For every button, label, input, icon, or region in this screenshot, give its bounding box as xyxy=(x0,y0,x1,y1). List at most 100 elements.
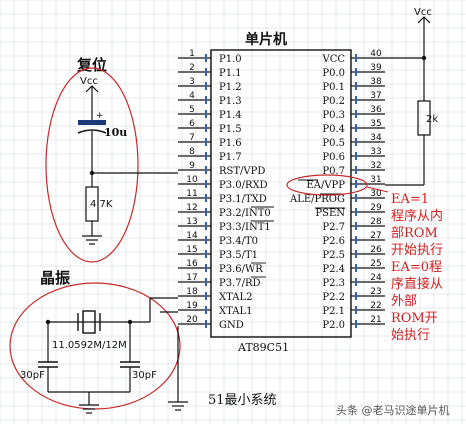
crystal-ground-icon xyxy=(79,404,99,414)
pin-label-left: XTAL2 xyxy=(219,292,252,303)
pin-label-right: P0.3 xyxy=(322,110,345,121)
pin-label-left: P1.7 xyxy=(219,152,242,163)
pin-label-right: P2.3 xyxy=(322,278,345,289)
pin-label-left: RST/VPD xyxy=(219,166,265,177)
pin-number-right: 29 xyxy=(370,203,382,213)
pin-number-right: 33 xyxy=(370,147,381,157)
watermark: 头条 @老马识途单片机 xyxy=(336,403,450,417)
crystal-icon xyxy=(77,310,101,334)
pin-number-right: 27 xyxy=(370,231,381,241)
pin-label-right: EA/VPP xyxy=(306,180,345,191)
chip-model: AT89C51 xyxy=(237,341,289,354)
pin-number-right: 39 xyxy=(370,63,382,73)
pin-label-right: P0.7 xyxy=(322,166,345,177)
pin-number-right: 35 xyxy=(370,119,381,129)
ea-note-line: 部ROM xyxy=(391,226,438,241)
ea-highlight-circle xyxy=(286,174,368,196)
pin-number-left: 9 xyxy=(189,161,195,171)
pin-label-right: P2.4 xyxy=(322,264,345,275)
reset-resistor-label: 4.7K xyxy=(90,199,113,210)
pin-label-left: P1.2 xyxy=(219,82,242,93)
pin-label-right: P0.0 xyxy=(322,68,345,79)
ea-note-line: 程序从内 xyxy=(391,208,443,224)
pin-label-left: P1.6 xyxy=(219,138,242,149)
pin-number-left: 19 xyxy=(186,301,198,311)
pin-label-left: P1.1 xyxy=(219,68,242,79)
pin-label-left: P3.5/T1 xyxy=(219,250,258,261)
ea-note-line: 外部 xyxy=(391,294,417,309)
pin-number-left: 14 xyxy=(186,231,198,241)
pin-number-left: 13 xyxy=(186,217,197,227)
pin-number-left: 6 xyxy=(189,119,195,129)
pin-label-left: P3.2/INT0 xyxy=(219,208,271,219)
pin-number-left: 5 xyxy=(189,105,195,115)
pin-number-left: 16 xyxy=(186,259,198,269)
pin-label-right: P2.1 xyxy=(322,306,345,317)
pin-label-right: P0.2 xyxy=(322,96,345,107)
pin-number-right: 28 xyxy=(370,217,382,227)
ea-note-line: 开始执行 xyxy=(391,243,443,258)
pin-label-left: P3.7/RD xyxy=(219,278,261,289)
pin-number-left: 15 xyxy=(186,245,197,255)
pin-number-right: 31 xyxy=(370,175,381,185)
pin-label-left: XTAL1 xyxy=(219,306,252,317)
pin-number-right: 34 xyxy=(370,133,382,143)
pin-number-left: 18 xyxy=(186,287,198,297)
pin-label-left: P3.0/RXD xyxy=(219,180,268,191)
pin-label-left: P1.0 xyxy=(219,54,242,65)
pin-number-left: 8 xyxy=(189,147,195,157)
pin-number-right: 23 xyxy=(370,287,381,297)
crystal-title: 晶振 xyxy=(40,269,70,287)
pin-label-left: GND xyxy=(219,320,244,331)
pin-number-left: 12 xyxy=(186,203,197,213)
pin-number-left: 11 xyxy=(186,189,197,199)
pin-label-right: P0.4 xyxy=(322,124,345,135)
pin-number-left: 7 xyxy=(189,133,195,143)
pin-number-right: 30 xyxy=(370,189,382,199)
crystal-frequency-label: 11.0592M/12M xyxy=(52,340,127,351)
ea-note-line: ROM开 xyxy=(391,311,438,326)
ea-resistor-label: 2k xyxy=(426,114,438,125)
pin-number-left: 20 xyxy=(186,315,198,325)
pin-number-left: 3 xyxy=(189,77,195,87)
reset-capacitor-icon xyxy=(78,120,106,125)
crystal-junction-right xyxy=(127,319,133,325)
pin-label-left: P3.4/T0 xyxy=(219,236,258,247)
pin-number-right: 32 xyxy=(370,161,381,171)
reset-junction-dot xyxy=(89,170,95,176)
pin-label-right: P2.6 xyxy=(322,236,345,247)
reset-vcc-label: Vcc xyxy=(80,76,98,87)
crystal-junction-left xyxy=(45,319,51,325)
pin-label-right: P2.2 xyxy=(322,292,345,303)
pin-number-left: 2 xyxy=(189,63,195,73)
pin-number-right: 37 xyxy=(370,91,381,101)
pin-number-right: 22 xyxy=(370,301,381,311)
pin-number-right: 25 xyxy=(370,259,381,269)
reset-ground-icon xyxy=(82,235,102,245)
pin-label-left: P3.3/INT1 xyxy=(219,222,271,233)
ea-note-line: 序直接从 xyxy=(391,276,443,292)
pin-number-right: 21 xyxy=(370,315,381,325)
ea-note-line: EA=1 xyxy=(391,192,429,207)
pin-number-left: 1 xyxy=(189,49,195,59)
pin-label-right: P2.0 xyxy=(322,320,345,331)
pin-label-right: ALE/PROG xyxy=(289,194,345,205)
pin-number-left: 17 xyxy=(186,273,197,283)
chip-title: 单片机 xyxy=(245,31,287,48)
right-pin-group: 40VCC39P0.038P0.137P0.236P0.335P0.434P0.… xyxy=(289,49,385,331)
crystal-cap-right-label: 30pF xyxy=(132,370,157,381)
pin-number-right: 36 xyxy=(370,105,382,115)
pin-number-left: 10 xyxy=(186,175,198,185)
ea-note-line: 始执行 xyxy=(391,328,430,343)
pin-number-right: 24 xyxy=(370,273,382,283)
ea-vcc-label: Vcc xyxy=(414,7,432,18)
capacitor-plus-sign: + xyxy=(96,111,104,121)
ea-annotation-arrow xyxy=(366,186,389,193)
pin-label-left: P3.1/TXD xyxy=(219,194,267,205)
pin-number-left: 4 xyxy=(189,91,195,101)
pin-number-right: 38 xyxy=(370,77,382,87)
